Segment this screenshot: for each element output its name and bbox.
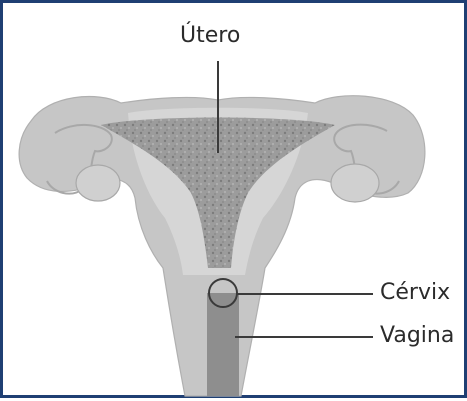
vagina-label: Vagina xyxy=(380,325,454,347)
utero-label: Útero xyxy=(180,25,240,47)
cervix-label: Cérvix xyxy=(380,282,450,304)
right-ovary xyxy=(331,164,379,202)
left-ovary xyxy=(76,165,120,201)
vaginal-canal xyxy=(207,293,239,396)
